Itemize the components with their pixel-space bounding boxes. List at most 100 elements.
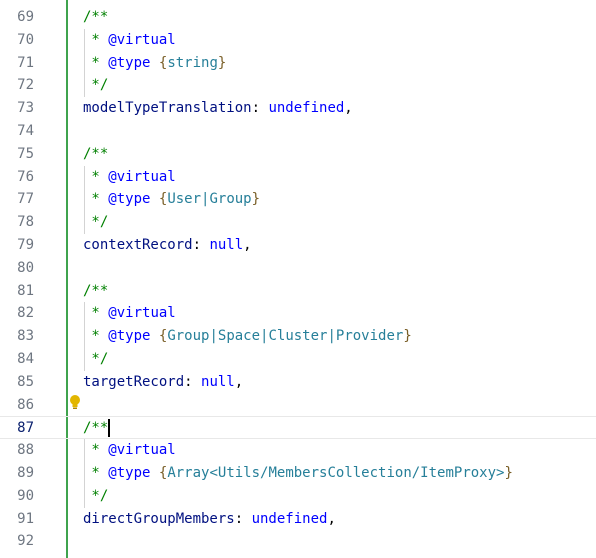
line-number: 77 bbox=[17, 191, 34, 208]
line-number: 74 bbox=[17, 123, 34, 139]
code-text[interactable]: targetRecord: null, bbox=[83, 371, 243, 394]
code-text[interactable]: contextRecord: null, bbox=[83, 234, 252, 257]
doc-comment-prefix: * bbox=[83, 305, 109, 322]
code-line[interactable]: 69 /** bbox=[0, 6, 596, 29]
text-cursor bbox=[108, 419, 111, 438]
jsdoc-tag: @virtual bbox=[108, 168, 176, 185]
doc-comment-prefix: * bbox=[83, 191, 109, 208]
line-number: 84 bbox=[17, 351, 34, 367]
comma: , bbox=[344, 100, 353, 117]
code-text[interactable]: /** bbox=[83, 143, 108, 166]
code-line[interactable]: 78 */ bbox=[0, 211, 596, 234]
colon: : bbox=[184, 373, 202, 390]
code-line[interactable]: 87/** bbox=[0, 416, 596, 440]
type-brace-close: } bbox=[504, 465, 513, 481]
line-number: 85 bbox=[17, 373, 34, 390]
code-line[interactable]: 74 bbox=[0, 120, 596, 143]
doc-comment-delimiter: */ bbox=[83, 77, 109, 94]
colon: : bbox=[192, 237, 210, 253]
type-brace-close: } bbox=[403, 328, 412, 345]
code-line[interactable]: 76 * @virtual bbox=[0, 166, 596, 189]
code-line[interactable]: 85 targetRecord: null, bbox=[0, 371, 596, 394]
code-line[interactable]: 80 bbox=[0, 257, 596, 280]
colon: : bbox=[234, 510, 252, 527]
doc-comment-delimiter: */ bbox=[83, 487, 109, 504]
line-number: 76 bbox=[17, 168, 34, 185]
indent-guide bbox=[84, 302, 85, 371]
code-line[interactable]: 77 * @type {User|Group} bbox=[0, 188, 596, 211]
code-line[interactable]: 70 * @virtual bbox=[0, 29, 596, 52]
code-text[interactable]: * @type {Group|Space|Cluster|Provider} bbox=[83, 325, 412, 348]
doc-comment-delimiter: /** bbox=[83, 9, 109, 25]
code-text[interactable]: modelTypeTranslation: undefined, bbox=[83, 97, 353, 120]
line-number: 78 bbox=[17, 214, 34, 231]
doc-comment-delimiter: */ bbox=[83, 351, 109, 367]
line-number: 82 bbox=[17, 305, 34, 322]
code-line[interactable]: 75/** bbox=[0, 143, 596, 166]
line-number: 80 bbox=[17, 259, 34, 276]
line-number: 69 bbox=[17, 9, 34, 25]
jsdoc-type: Group|Space|Cluster|Provider bbox=[167, 328, 404, 345]
type-brace-close: } bbox=[217, 54, 227, 71]
code-text[interactable]: * @type {Array<Utils/MembersCollection/I… bbox=[83, 462, 513, 485]
jsdoc-tag: @type bbox=[108, 54, 151, 71]
indent-guide bbox=[84, 439, 85, 508]
code-text[interactable]: /** bbox=[83, 417, 111, 440]
code-text[interactable]: * @virtual bbox=[83, 29, 176, 52]
code-line[interactable]: 83 * @type {Group|Space|Cluster|Provider… bbox=[0, 325, 596, 348]
code-line[interactable]: 81/** bbox=[0, 280, 596, 303]
line-number: 83 bbox=[17, 328, 34, 345]
code-text[interactable]: * @type {string} bbox=[83, 52, 226, 75]
code-line[interactable]: 82 * @virtual bbox=[0, 302, 596, 325]
doc-comment-prefix: * bbox=[83, 54, 109, 71]
doc-comment-prefix: * bbox=[83, 31, 109, 48]
doc-comment-delimiter: */ bbox=[83, 214, 109, 231]
line-number: 86 bbox=[17, 396, 34, 413]
line-number: 89 bbox=[17, 465, 34, 481]
code-line[interactable]: 84 */ bbox=[0, 348, 596, 371]
code-text[interactable]: * @virtual bbox=[83, 302, 176, 325]
line-number: 71 bbox=[17, 54, 34, 71]
line-number-gutter[interactable] bbox=[0, 0, 66, 558]
code-text[interactable]: /** bbox=[83, 6, 108, 29]
jsdoc-tag: @virtual bbox=[108, 31, 176, 48]
line-number: 73 bbox=[17, 100, 34, 117]
jsdoc-tag: @virtual bbox=[108, 305, 176, 322]
doc-comment-prefix: * bbox=[83, 442, 109, 459]
indent-guide bbox=[84, 28, 85, 98]
jsdoc-tag: @type bbox=[108, 465, 151, 481]
code-line[interactable]: 92 bbox=[0, 530, 596, 553]
code-text[interactable]: */ bbox=[83, 74, 108, 97]
code-text[interactable]: * @type {User|Group} bbox=[83, 188, 260, 211]
code-text[interactable]: /** bbox=[83, 280, 108, 303]
code-text[interactable]: */ bbox=[83, 348, 108, 371]
line-number: 91 bbox=[17, 510, 34, 527]
code-text[interactable]: directGroupMembers: undefined, bbox=[83, 508, 336, 531]
jsdoc-tag: @type bbox=[108, 191, 151, 208]
code-text[interactable]: */ bbox=[83, 485, 108, 508]
code-line[interactable]: 89 * @type {Array<Utils/MembersCollectio… bbox=[0, 462, 596, 485]
comma: , bbox=[327, 510, 336, 527]
indent-guide bbox=[84, 165, 85, 234]
code-line[interactable]: 72 */ bbox=[0, 74, 596, 97]
type-brace-close: } bbox=[251, 191, 261, 208]
code-line[interactable]: 91 directGroupMembers: undefined, bbox=[0, 508, 596, 531]
code-text[interactable]: */ bbox=[83, 211, 108, 234]
property-value: undefined bbox=[268, 100, 345, 117]
code-text[interactable]: * @virtual bbox=[83, 166, 176, 189]
lightbulb-icon[interactable] bbox=[69, 394, 81, 410]
line-number: 70 bbox=[17, 31, 34, 48]
line-number: 88 bbox=[17, 442, 34, 459]
code-line[interactable]: 86 bbox=[0, 394, 596, 417]
code-line[interactable]: 90 */ bbox=[0, 485, 596, 508]
jsdoc-tag: @virtual bbox=[108, 442, 176, 459]
type-brace-open: { bbox=[150, 54, 168, 71]
doc-comment-prefix: * bbox=[83, 168, 109, 185]
git-change-bar[interactable] bbox=[66, 0, 68, 558]
code-text[interactable]: * @virtual bbox=[83, 439, 176, 462]
code-line[interactable]: 71 * @type {string} bbox=[0, 52, 596, 75]
code-line[interactable]: 88 * @virtual bbox=[0, 439, 596, 462]
code-line[interactable]: 73 modelTypeTranslation: undefined, bbox=[0, 97, 596, 120]
